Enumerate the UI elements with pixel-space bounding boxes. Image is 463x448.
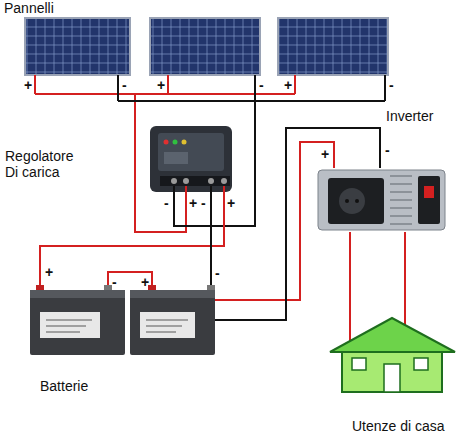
- cable: [350, 232, 405, 318]
- wire: [40, 214, 224, 262]
- polarity-sign: -: [215, 265, 220, 281]
- battery-bank: Batterie: [26, 262, 236, 358]
- cable: [135, 104, 255, 232]
- component-label: Batterie: [40, 378, 88, 394]
- polarity-sign: -: [385, 142, 390, 158]
- polarity-sign: +: [227, 195, 235, 211]
- component-label: Pannelli: [4, 0, 54, 16]
- batteries: [30, 262, 236, 355]
- polarity-sign: +: [284, 77, 292, 93]
- polarity-sign: -: [122, 77, 127, 93]
- polarity-sign: -: [389, 77, 394, 93]
- wire: [404, 232, 406, 318]
- inverter-box: Inverter: [318, 168, 445, 232]
- panel-wiring: [35, 75, 385, 104]
- panel-array: Pannelli: [22, 16, 392, 104]
- polarity-sign: -: [201, 195, 206, 211]
- house-loads: Utenze di casa: [330, 318, 455, 392]
- component-label: Utenze di casa: [352, 418, 445, 434]
- charge-regulator: [150, 126, 232, 214]
- polarity-sign: +: [189, 195, 197, 211]
- inverter: [318, 170, 445, 230]
- polarity-sign: +: [24, 77, 32, 93]
- component-label: Regolatore Di carica: [5, 148, 83, 180]
- polarity-sign: +: [321, 146, 329, 162]
- polarity-sign: -: [164, 195, 169, 211]
- polarity-sign: +: [141, 274, 149, 290]
- polarity-sign: +: [45, 264, 53, 280]
- wire: [210, 214, 212, 262]
- cable: [40, 214, 224, 262]
- solar-panels: [25, 18, 388, 75]
- component-label: Inverter: [386, 108, 433, 124]
- polarity-sign: -: [112, 274, 117, 290]
- polarity-sign: +: [157, 77, 165, 93]
- wire: [349, 232, 351, 318]
- house: [330, 318, 455, 392]
- polarity-sign: -: [259, 77, 264, 93]
